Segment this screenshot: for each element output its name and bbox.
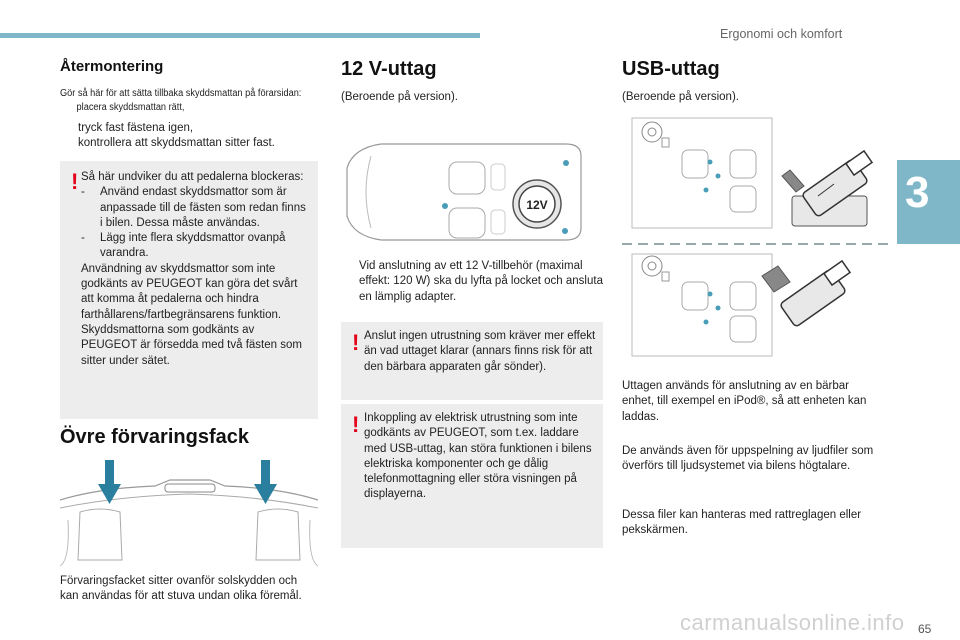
power-warning-text: Anslut ingen utrustning som kräver mer e… <box>364 330 596 373</box>
chapter-tab <box>897 160 960 244</box>
warning-item: -Lägg inte flera skyddsmattor ovanpå var… <box>81 232 286 260</box>
usb-paragraph-3: Dessa filer kan hanteras med rattreglage… <box>622 509 862 537</box>
usb-car-top <box>631 117 874 229</box>
overhead-storage-illustration <box>60 460 318 567</box>
socket-12v-bullet: Vid anslutning av ett 12 V-tillbehör (ma… <box>341 259 603 305</box>
warning-icon: ! <box>352 330 360 355</box>
usb-title: USB-uttag <box>622 58 720 80</box>
bullet-icon <box>341 259 359 305</box>
storage-caption: Förvaringsfacket sitter ovanför solskydd… <box>60 575 302 603</box>
section-title: Ergonomi och komfort <box>720 27 843 41</box>
usb-paragraph-1: Uttagen används för anslutning av en bär… <box>622 380 867 423</box>
reassembly-title: Återmontering <box>60 58 164 75</box>
warning-icon: ! <box>71 169 79 194</box>
power-warning-box: ! Anslut ingen utrustning som kräver mer… <box>341 322 603 400</box>
reassembly-step2: tryck fast fästena igen, <box>60 121 318 136</box>
warning-icon: ! <box>352 412 360 437</box>
usb-note: (Beroende på version). <box>622 91 739 103</box>
bullet-icon <box>60 101 77 115</box>
interference-warning-box: ! Inkoppling av elektrisk utrustning som… <box>341 404 603 548</box>
mat-warning-box: ! Så här undviker du att pedalerna block… <box>60 161 318 419</box>
reassembly-step3: kontrollera att skyddsmattan sitter fast… <box>60 136 318 151</box>
warning-intro: Så här undviker du att pedalerna blocker… <box>81 171 304 183</box>
reassembly-intro: Gör så här för att sätta tillbaka skydds… <box>60 88 302 99</box>
usb-paragraph-2: De används även för uppspelning av ljudf… <box>622 445 874 473</box>
reassembly-section: Återmontering Gör så här för att sätta t… <box>60 58 318 152</box>
header-bar <box>0 33 480 38</box>
page-number: 65 <box>918 622 932 636</box>
chapter-number: 3 <box>905 168 930 217</box>
usb-car-bottom <box>631 253 852 357</box>
socket-12v-illustration: 12V <box>346 143 582 241</box>
reassembly-step1: placera skyddsmattan rätt, <box>60 101 297 115</box>
storage-title: Övre förvaringsfack <box>60 426 249 448</box>
warning-paragraph: Användning av skyddsmattor som inte godk… <box>81 262 302 367</box>
bullet-icon <box>60 121 78 136</box>
interference-warning-text: Inkoppling av elektrisk utrustning som i… <box>364 412 592 501</box>
bullet-icon <box>60 136 78 151</box>
socket-12v-label: 12V <box>526 198 547 212</box>
usb-illustration <box>622 117 892 357</box>
warning-item: -Använd endast skyddsmattor som är anpas… <box>81 186 306 229</box>
socket-12v-title: 12 V-uttag <box>341 58 437 80</box>
socket-12v-note: (Beroende på version). <box>341 91 458 103</box>
watermark: carmanualsonline.info <box>680 610 905 635</box>
